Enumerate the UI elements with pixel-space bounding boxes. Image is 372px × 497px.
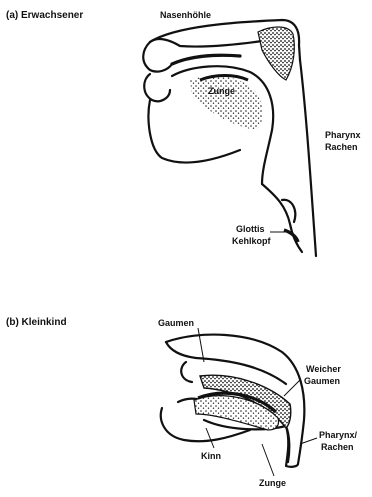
adult-nasal-floor: [150, 39, 268, 47]
adult-hard-palate: [172, 55, 240, 64]
leader-gaumen: [198, 328, 204, 362]
label-tongue-adult: Zunge: [208, 86, 235, 97]
label-tongue-infant: Zunge: [259, 478, 286, 489]
label-glottis-2: Kehlkopf: [232, 236, 271, 247]
label-glottis-1: Glottis: [236, 224, 265, 235]
leader-weicher-gaumen: [284, 380, 300, 396]
leader-kinn: [206, 428, 214, 448]
label-chin: Kinn: [201, 451, 221, 462]
label-soft-palate-1: Weicher: [306, 364, 341, 375]
label-nasal-cavity: Nasenhöhle: [160, 10, 211, 21]
label-pharynx-infant-2: Rachen: [321, 442, 354, 453]
label-pharynx-adult-1: Pharynx: [325, 130, 361, 141]
adult-tongue-body: [190, 76, 263, 130]
leader-zunge-b: [262, 444, 274, 476]
label-pharynx-adult-2: Rachen: [325, 142, 358, 153]
label-pharynx-infant-1: Pharynx/: [319, 430, 357, 441]
adult-lower-lip: [144, 74, 170, 101]
infant-upper-lip: [181, 362, 192, 382]
infant-pharynx-front: [286, 426, 298, 467]
adult-pharynx-back-wall: [300, 60, 316, 256]
label-soft-palate-2: Gaumen: [304, 376, 340, 387]
adult-upper-lip: [143, 42, 172, 72]
adult-soft-palate: [258, 27, 294, 80]
caption-infant: (b) Kleinkind: [6, 317, 67, 329]
label-palate: Gaumen: [158, 318, 194, 329]
caption-adult: (a) Erwachsener: [6, 10, 83, 22]
adult-glottis-mark: [284, 230, 298, 242]
